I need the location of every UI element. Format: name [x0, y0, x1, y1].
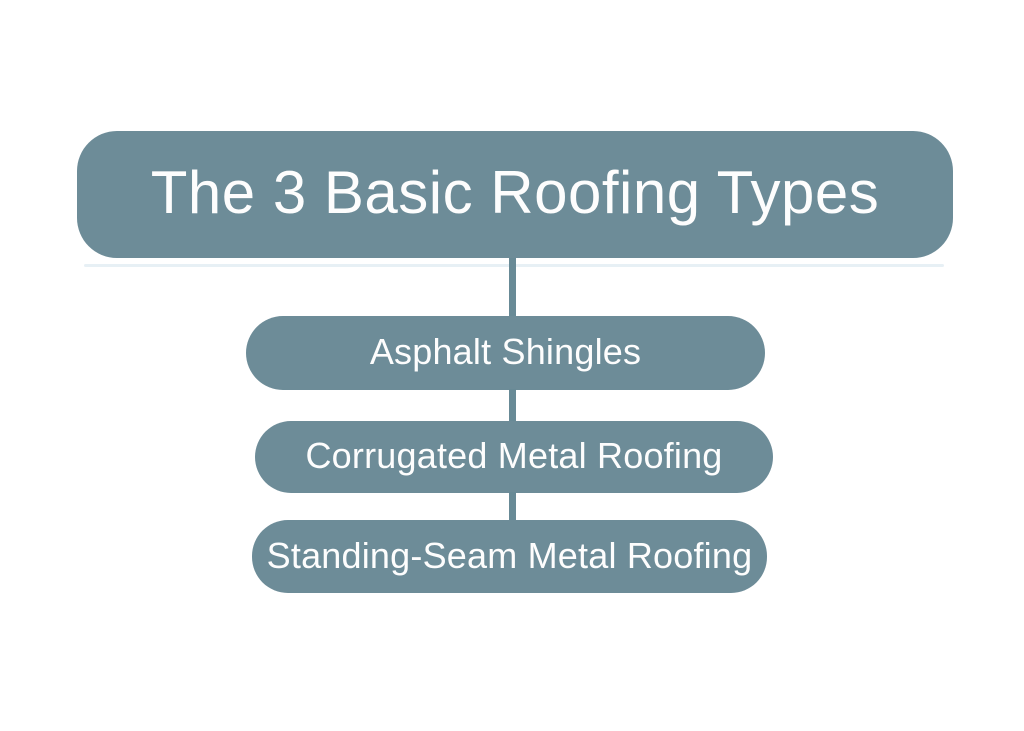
title-box: The 3 Basic Roofing Types: [77, 131, 953, 258]
item-label-standing-seam-metal-roofing: Standing-Seam Metal Roofing: [266, 534, 753, 576]
connector-line-3: [509, 492, 516, 521]
item-box-asphalt-shingles: Asphalt Shingles: [246, 316, 765, 390]
connector-line-1: [509, 258, 516, 317]
item-box-corrugated-metal-roofing: Corrugated Metal Roofing: [255, 421, 773, 493]
diagram-title: The 3 Basic Roofing Types: [150, 158, 880, 226]
item-box-standing-seam-metal-roofing: Standing-Seam Metal Roofing: [252, 520, 767, 593]
item-label-corrugated-metal-roofing: Corrugated Metal Roofing: [305, 435, 723, 476]
item-label-asphalt-shingles: Asphalt Shingles: [369, 331, 642, 372]
connector-line-2: [509, 389, 516, 422]
